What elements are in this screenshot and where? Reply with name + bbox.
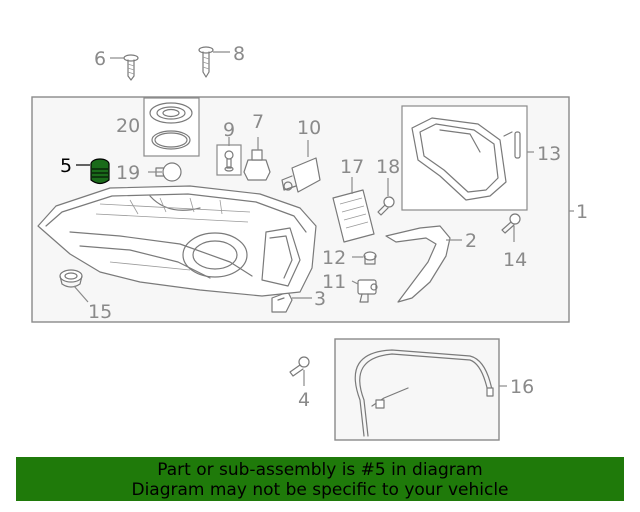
callout-8: 8: [233, 43, 245, 65]
callout-4: 4: [298, 389, 310, 411]
callout-9: 9: [223, 119, 235, 141]
actuator-icon-part-10: [281, 157, 321, 193]
callout-13: 13: [537, 143, 561, 165]
cap-icon-part-15: [59, 269, 83, 288]
socket-icon-part-12: [363, 251, 377, 265]
screw-icon-part-6: [123, 54, 139, 81]
trim-strip-icon-part-2: [385, 225, 451, 303]
cover-cap-icon-part-20: [149, 102, 193, 150]
screw-icon-part-8: [198, 46, 214, 78]
callout-3: 3: [314, 288, 326, 310]
callout-2: 2: [465, 230, 477, 252]
callout-14: 14: [503, 249, 527, 271]
callout-19: 19: [116, 162, 140, 184]
plug-icon-part-5: [90, 158, 110, 185]
callout-20: 20: [116, 115, 140, 137]
bolt-icon-part-4: [289, 356, 310, 377]
housing-cover-icon-part-13: [411, 117, 521, 201]
callout-5: 5: [60, 155, 72, 177]
control-module-icon-part-17: [332, 189, 375, 243]
callout-1: 1: [576, 201, 588, 223]
callout-17: 17: [340, 156, 364, 178]
connector-icon-part-11: [357, 279, 378, 303]
leader-15: [73, 285, 89, 303]
callout-18: 18: [376, 156, 400, 178]
item-16-box: [334, 338, 500, 441]
callout-6: 6: [94, 48, 106, 70]
connector-icon-part-7: [243, 149, 271, 181]
notice-banner: Part or sub-assembly is #5 in diagram Di…: [16, 457, 624, 501]
callout-7: 7: [252, 111, 264, 133]
cable-icon-part-16: [354, 349, 494, 437]
callout-10: 10: [297, 117, 321, 139]
callout-15: 15: [88, 301, 112, 323]
headlamp-housing-icon: [37, 185, 317, 297]
screw-icon-part-18: [377, 196, 395, 216]
callout-12: 12: [322, 247, 346, 269]
banner-line-1: Part or sub-assembly is #5 in diagram: [157, 460, 483, 480]
screw-icon-part-14: [501, 213, 521, 234]
bulb-icon-part-19: [155, 162, 182, 182]
banner-line-2: Diagram may not be specific to your vehi…: [131, 480, 509, 500]
callout-16: 16: [510, 376, 534, 398]
leader-11: [351, 280, 359, 285]
callout-11: 11: [322, 271, 346, 293]
bolt-icon-part-9: [224, 150, 234, 172]
